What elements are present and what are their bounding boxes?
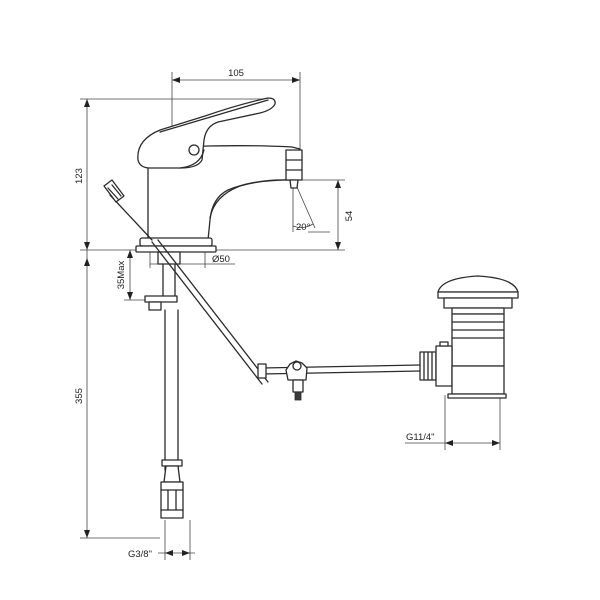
pull-rod	[151, 239, 269, 385]
dim-spout-angle-label: 20°	[296, 222, 311, 233]
dimension-labels: 105 123 355 35Max Ø50 54 20° G11/4" G3/8…	[74, 68, 435, 560]
dim-max-deck-label: 35Max	[116, 260, 127, 289]
linkage	[257, 360, 421, 401]
pop-up-waste	[419, 275, 519, 399]
dim-width-label: 105	[228, 68, 244, 79]
dim-base-diameter-label: Ø50	[212, 254, 230, 265]
lift-rod	[103, 179, 153, 241]
dim-height-label: 123	[74, 168, 85, 184]
dim-hose-thread-label: G3/8"	[128, 549, 152, 560]
faucet-body	[135, 97, 303, 253]
dim-total-height-label: 355	[74, 388, 85, 404]
dim-spout-height-label: 54	[344, 211, 355, 222]
tailpiece	[144, 251, 184, 519]
dimension-lines	[80, 72, 501, 560]
dim-waste-thread-label: G11/4"	[406, 432, 435, 443]
